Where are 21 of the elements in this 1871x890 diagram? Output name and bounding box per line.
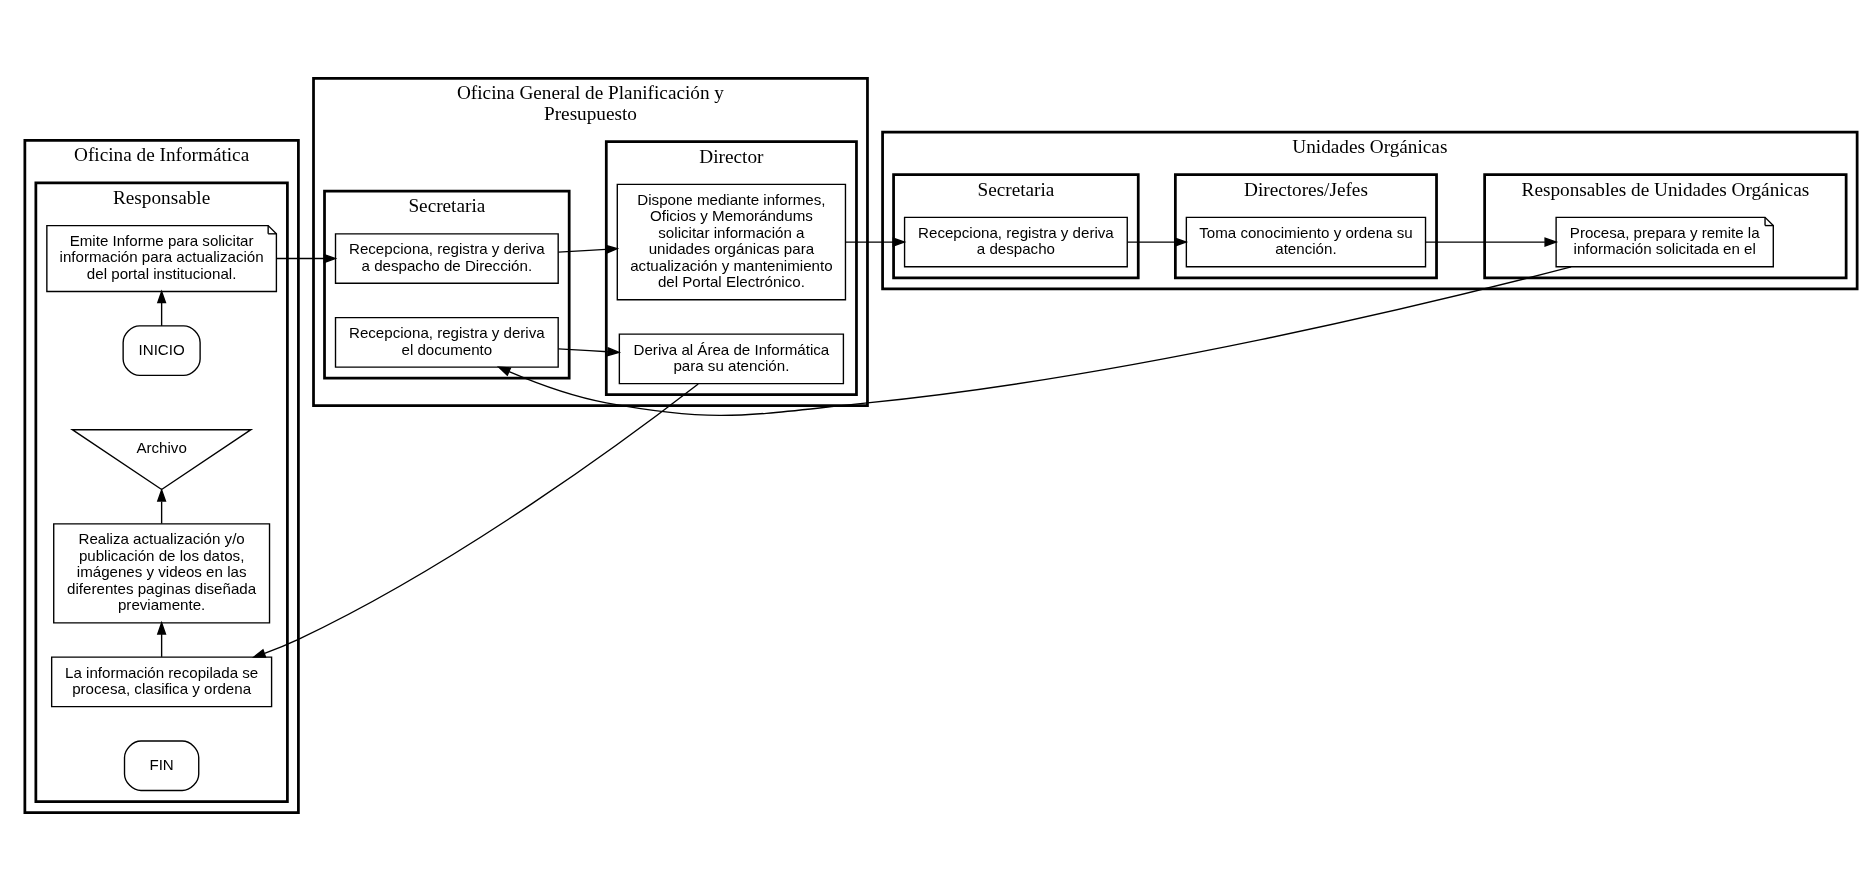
node-box: FIN [123,739,200,791]
node-box: Recepciona, registra y deriva el documento [334,316,559,368]
node-box: INICIO [122,324,201,376]
arrow [1425,236,1559,247]
node-box: Recepciona, registra y deriva a despacho de Dirección. [334,232,559,284]
arrow [156,620,167,658]
arrow [557,346,622,357]
arrow [156,487,167,524]
node-box: Realiza actualización y/o publicación de los datos, imágenes y videos en las diferentes paginas diseñada previamente. [53,522,271,623]
arrow [251,382,699,658]
arrow [496,265,1572,416]
arrow [845,236,907,247]
arrow [1126,236,1189,247]
arrow [276,253,338,263]
node-box: Toma conocimiento y ordena su atención. [1185,216,1427,267]
node-box: Recepciona, registra y deriva a despacho [903,216,1128,267]
node-box: Dispone mediante informes, Oficios y Memorándums solicitar información a unidades orgánicas para actualización y mantenimiento del Portal Electrónico. [616,183,847,300]
node-box: La información recopilada se procesa, clasifica y ordena [50,656,273,707]
node-box: Deriva al Área de Informática para su atención. [618,332,845,384]
arrow [156,289,167,326]
arrow [557,244,620,254]
